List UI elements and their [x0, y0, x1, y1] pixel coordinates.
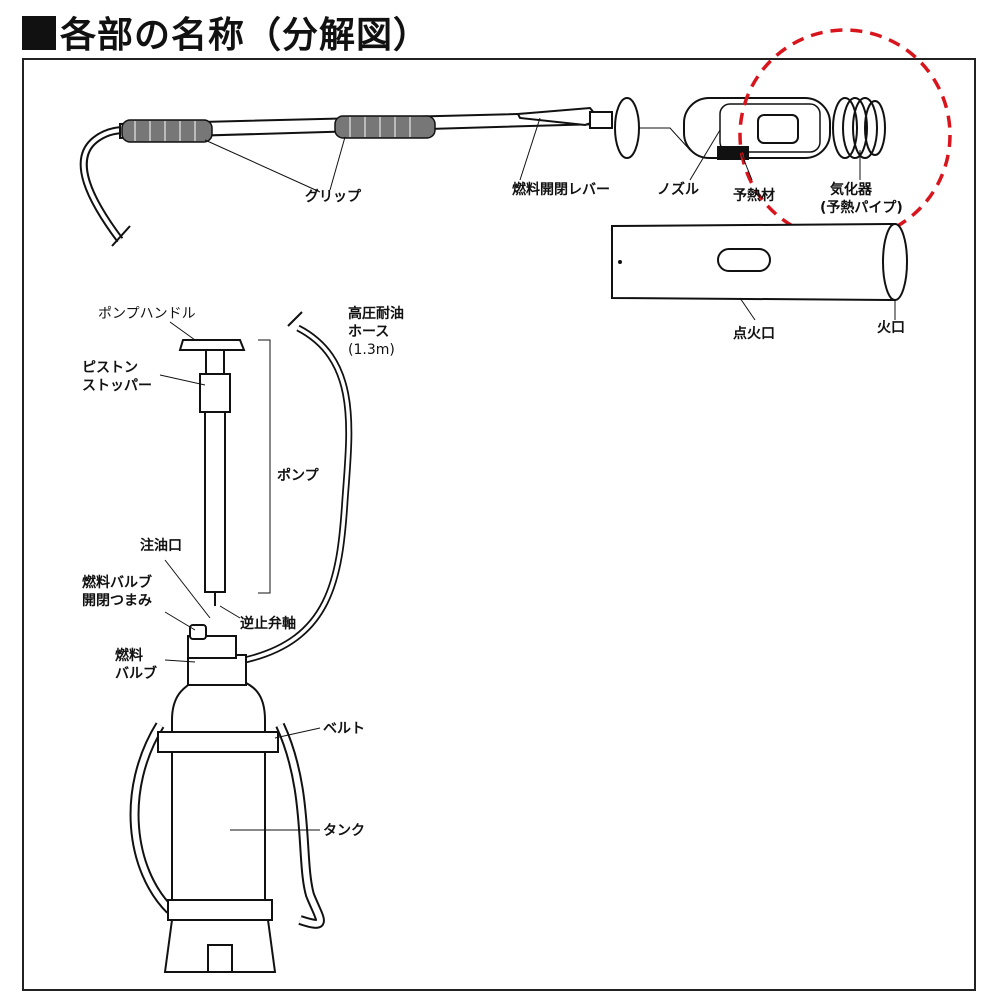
guard-disc	[614, 97, 640, 159]
high-pressure-hose	[244, 324, 353, 664]
label-fuel-valve-1: 燃料	[115, 647, 143, 664]
pump-assembly	[178, 339, 271, 606]
pump-handle	[178, 339, 246, 351]
label-piston-stopper-1: ピストン	[82, 360, 138, 376]
label-fuel-valve-knob-1: 燃料バルブ	[82, 574, 152, 591]
label-check-valve: 逆止弁軸	[240, 615, 296, 632]
vaporizer-coil	[832, 97, 886, 159]
label-pump: ポンプ	[277, 467, 320, 484]
belt-band	[157, 731, 279, 753]
label-fuel-lever: 燃料開閉レバー	[512, 181, 610, 198]
label-piston-stopper-2: ストッパー	[82, 378, 152, 394]
pump-bracket	[258, 339, 271, 594]
flame-tube	[611, 222, 908, 302]
leader-lines	[159, 117, 896, 831]
label-vaporizer-sub: (予熱パイプ)	[820, 199, 903, 216]
piston-stopper	[199, 373, 231, 413]
label-fuel-valve-2: バルブ	[115, 665, 157, 682]
label-belt: ベルト	[323, 721, 365, 737]
labels: グリップ 燃料開閉レバー ノズル 予熱材 気化器 (予熱パイプ) 点火口 火口 …	[82, 181, 905, 839]
burner-assembly	[79, 28, 952, 302]
diagram-frame	[22, 58, 976, 991]
label-grip: グリップ	[305, 188, 362, 205]
label-filler-port: 注油口	[140, 537, 182, 554]
title-text: 各部の名称（分解図）	[60, 15, 431, 56]
label-nozzle: ノズル	[657, 181, 699, 198]
label-hose-2: ホース	[348, 324, 389, 340]
square-bullet-icon	[22, 16, 56, 50]
label-vaporizer: 気化器	[830, 181, 873, 198]
label-pump-handle: ポンプハンドル	[98, 306, 196, 322]
label-hose-length: (1.3m)	[348, 342, 395, 358]
label-preheat-material: 予熱材	[733, 187, 775, 204]
fuel-valve-knob	[189, 624, 207, 640]
ignition-slot	[717, 248, 771, 272]
label-fuel-valve-knob-2: 開閉つまみ	[82, 593, 152, 609]
page-title: 各部の名称（分解図）	[22, 6, 430, 58]
vaporizer-frame	[683, 97, 831, 160]
grip-front	[334, 115, 436, 139]
grip-rear	[121, 119, 213, 143]
label-ignition-port: 点火口	[733, 325, 775, 342]
label-tank: タンク	[323, 823, 365, 839]
tank-assembly	[129, 624, 325, 973]
label-hose-1: 高圧耐油	[348, 305, 404, 322]
label-burner-mouth: 火口	[877, 320, 905, 336]
